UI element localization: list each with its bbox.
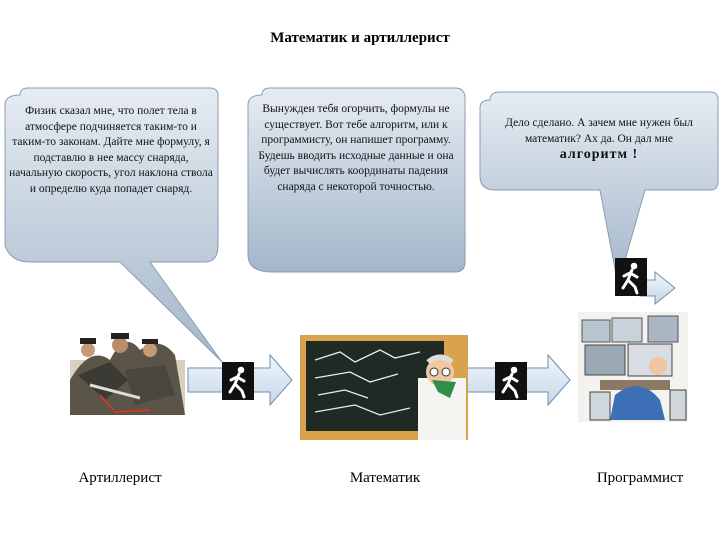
walking-person-icon: [495, 362, 527, 400]
speech-bubble-mathematician: [247, 87, 466, 273]
artillerist-illustration: [70, 333, 185, 415]
caption-programmer: Программист: [596, 470, 684, 486]
bubble-text-mathematician: Вынужден тебя огорчить, формулы не сущес…: [258, 103, 454, 193]
bubble-text-artillerist: Физик сказал мне, что полет тела в атмос…: [9, 105, 213, 195]
bubble-text-programmer-main: Дело сделано. А зачем мне нужен был мате…: [505, 117, 693, 145]
bubble-text-emphasis: алгоритм !: [559, 147, 639, 162]
programmer-illustration: [578, 312, 688, 422]
walking-person-icon: [222, 362, 254, 400]
caption-artillerist: Артиллерист: [78, 470, 162, 486]
slide-title: Математик и артиллерист: [270, 30, 450, 46]
caption-mathematician: Математик: [349, 470, 421, 486]
walking-person-icon: [615, 258, 647, 296]
speech-bubble-programmer: [479, 91, 719, 286]
speech-bubble-artillerist: [4, 87, 223, 363]
mathematician-illustration: [300, 335, 468, 440]
bubble-text-programmer: Дело сделано. А зачем мне нужен был мате…: [486, 116, 712, 164]
